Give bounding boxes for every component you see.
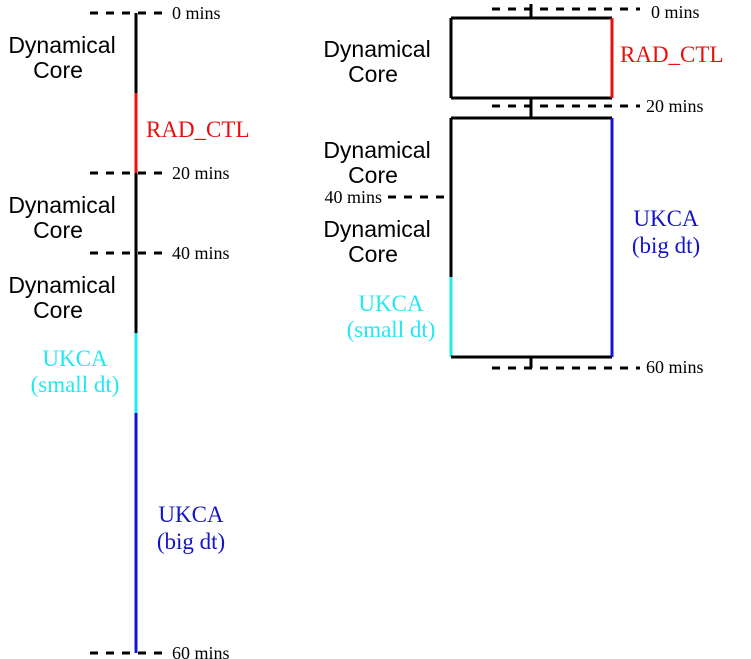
right-rad-ctl-label: RAD_CTL	[620, 42, 724, 67]
dynamical-core-label-2b: Core	[33, 217, 83, 243]
dynamical-core-label-2a: Dynamical	[8, 192, 115, 218]
dynamical-core-label-1b: Core	[33, 57, 83, 83]
right-dynamical-core-label-2b: Core	[348, 162, 398, 188]
dynamical-core-label-3b: Core	[33, 297, 83, 323]
tick-label-0-mins-right: 0 mins	[651, 2, 700, 22]
right-dynamical-core-label-3a: Dynamical	[323, 216, 430, 242]
tick-label-0-mins: 0 mins	[172, 3, 221, 23]
dynamical-core-label-1a: Dynamical	[8, 32, 115, 58]
right-ukca-small-dt-label-1: UKCA	[358, 291, 424, 316]
ukca-small-dt-label-1: UKCA	[42, 346, 108, 371]
sequential-timeline: 0 mins 20 mins 40 mins 60 mins Dynamical…	[8, 3, 249, 659]
tick-label-40-mins-right: 40 mins	[324, 187, 382, 207]
tick-label-40-mins: 40 mins	[172, 243, 230, 263]
ukca-big-dt-label-1: UKCA	[158, 502, 224, 527]
tick-label-20-mins: 20 mins	[172, 163, 230, 183]
right-ukca-big-dt-label-1: UKCA	[633, 206, 699, 231]
ukca-big-dt-label-2: (big dt)	[157, 529, 225, 554]
right-dynamical-core-label-1b: Core	[348, 61, 398, 87]
concurrent-timeline: 0 mins 20 mins 40 mins 60 mins Dynamical…	[323, 2, 723, 377]
right-dynamical-core-label-2a: Dynamical	[323, 137, 430, 163]
dynamical-core-label-3a: Dynamical	[8, 272, 115, 298]
ukca-small-dt-label-2: (small dt)	[31, 372, 120, 397]
tick-label-60-mins: 60 mins	[172, 643, 230, 659]
right-ukca-small-dt-label-2: (small dt)	[347, 317, 436, 342]
rad-ctl-label: RAD_CTL	[146, 117, 250, 142]
right-dynamical-core-label-1a: Dynamical	[323, 36, 430, 62]
right-dynamical-core-label-3b: Core	[348, 241, 398, 267]
right-ukca-big-dt-label-2: (big dt)	[632, 233, 700, 258]
tick-label-20-mins-right: 20 mins	[646, 96, 704, 116]
tick-label-60-mins-right: 60 mins	[646, 357, 704, 377]
